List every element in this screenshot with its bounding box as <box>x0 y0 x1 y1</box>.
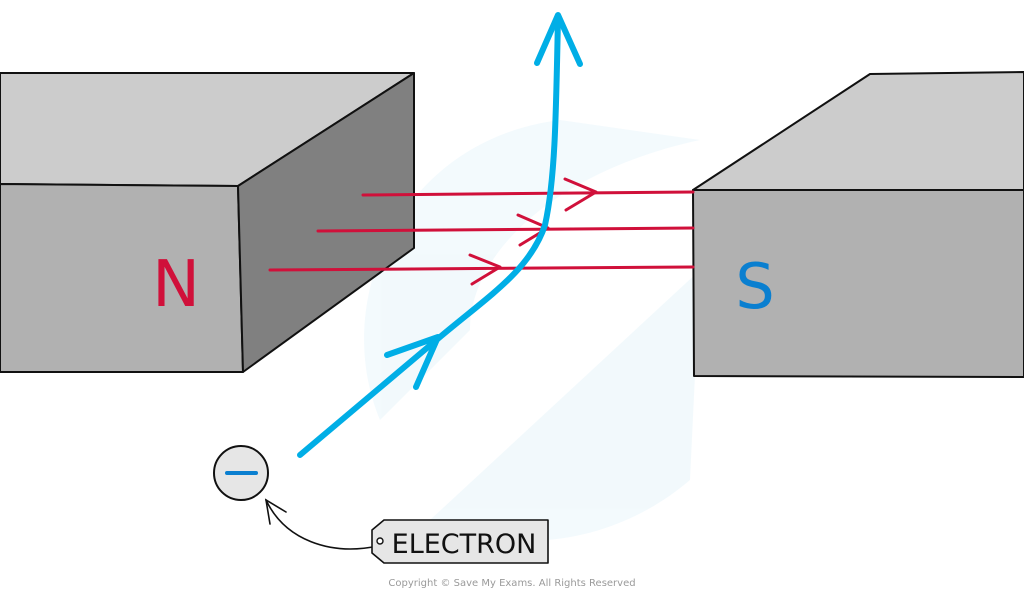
north-magnet-side-face <box>237 72 415 373</box>
electron-tag-label: ELECTRON <box>392 529 537 560</box>
field-lines <box>268 177 695 286</box>
field-line-bottom <box>268 265 695 272</box>
field-line-arrow-top <box>563 177 598 212</box>
north-pole-label: N <box>152 248 200 322</box>
south-pole-label: S <box>735 250 774 323</box>
tag-shape <box>371 519 549 564</box>
south-magnet-top-face <box>692 71 1024 191</box>
electron-path-arrow-lower <box>384 334 441 390</box>
north-magnet-front-face <box>0 183 244 373</box>
field-line-arrow-middle <box>516 213 550 247</box>
copyright-text: Copyright © Save My Exams. All Rights Re… <box>388 578 635 589</box>
tag-pointer-arrow <box>264 498 379 550</box>
field-line-middle <box>316 226 695 233</box>
field-line-top <box>361 190 695 197</box>
electron <box>213 445 269 501</box>
tag-hole <box>376 537 384 545</box>
field-line-arrow-bottom <box>468 253 502 286</box>
electron-path-arrow-top <box>534 12 583 67</box>
electron-tag: ELECTRON <box>371 519 549 564</box>
south-magnet-front-face <box>692 189 1024 378</box>
electron-path <box>297 12 583 458</box>
north-magnet: N <box>0 72 415 373</box>
electron-trajectory <box>297 13 561 458</box>
south-magnet: S <box>692 71 1024 378</box>
